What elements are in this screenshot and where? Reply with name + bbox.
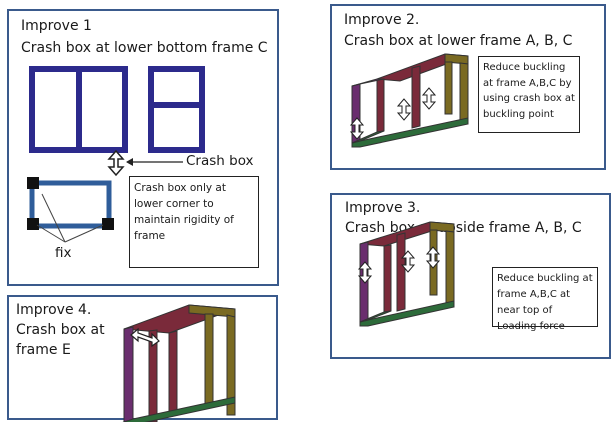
3d-frame-diagram <box>357 221 455 327</box>
panel-subtitle: frame E <box>16 342 71 358</box>
crash-box-icon <box>130 327 160 348</box>
panel-improve-1: Improve 1 Crash box at lower bottom fram… <box>7 9 279 286</box>
panel-title: Improve 4. <box>16 302 92 318</box>
note-improve-1: Crash box only at lower corner to mainta… <box>129 176 259 268</box>
panel-title: Improve 3. <box>345 200 421 216</box>
panel-improve-2: Improve 2. Crash box at lower frame A, B… <box>330 4 606 170</box>
fix-arrow <box>36 224 66 243</box>
fix-label: fix <box>55 245 72 261</box>
note-improve-2: Reduce buckling at frame A,B,C by using … <box>478 56 580 133</box>
side-frame-outline <box>148 66 205 153</box>
panel-subtitle: Crash box at <box>16 322 105 338</box>
fix-arrow <box>64 224 104 243</box>
3d-frame-diagram <box>349 53 469 148</box>
panel-improve-4: Improve 4. Crash box at frame E <box>7 295 278 422</box>
crash-box-icon <box>421 87 437 110</box>
crash-box-icon <box>107 149 125 177</box>
panel-subtitle: Crash box at lower frame A, B, C <box>344 33 573 49</box>
fix-corner-top-left <box>27 177 39 189</box>
fix-corner-bottom-left <box>27 218 39 230</box>
panel-subtitle: Crash box at lower bottom frame C <box>21 40 268 56</box>
crash-box-icon <box>425 246 441 269</box>
crash-box-icon <box>349 117 365 140</box>
crash-box-icon <box>400 250 416 273</box>
panel-title: Improve 2. <box>344 12 420 28</box>
frame-front-view-diagram <box>27 66 205 243</box>
fix-arrow <box>41 193 66 243</box>
bottom-frame <box>29 180 112 229</box>
panel-title: Improve 1 <box>21 18 92 34</box>
crash-box-icon <box>396 98 412 121</box>
crash-box-label: Crash box <box>186 153 254 169</box>
3d-frame-diagram <box>122 304 236 422</box>
panel-improve-3: Improve 3. Crash box at upside frame A, … <box>330 193 611 359</box>
fix-corner-bottom-right <box>102 218 114 230</box>
note-improve-3: Reduce buckling at frame A,B,C at near t… <box>492 267 598 332</box>
crash-box-icon <box>357 261 373 284</box>
